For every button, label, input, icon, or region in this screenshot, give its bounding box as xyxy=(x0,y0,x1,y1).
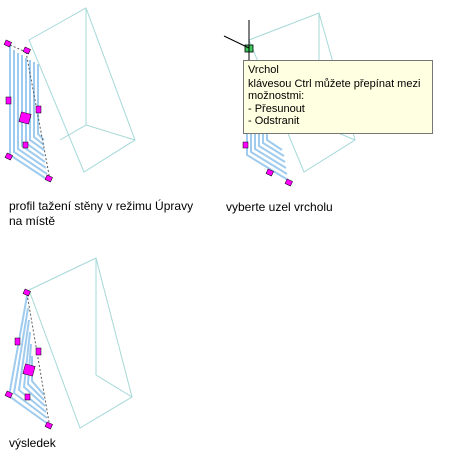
crosshair-cursor-icon xyxy=(223,20,250,60)
caption-result: výsledek xyxy=(9,436,56,450)
tooltip-option-move: - Přesunout xyxy=(248,102,305,115)
panel-edit-in-place: profil tažení stěny v režimu Úpravy na m… xyxy=(0,0,200,230)
grip-midpoint[interactable] xyxy=(35,347,42,356)
tooltip-title: Vrchol xyxy=(248,64,279,76)
grip-midpoint[interactable] xyxy=(35,105,42,114)
tooltip-option-remove: - Odstranit xyxy=(248,115,300,127)
panel-result: výsledek xyxy=(0,250,200,457)
wall-sweep-drawing-3 xyxy=(4,257,133,430)
tooltip-text-line2: možnostmi: xyxy=(248,90,305,102)
grip-vertex[interactable] xyxy=(3,39,12,48)
grip-vertex[interactable] xyxy=(265,168,274,177)
grip-vertex[interactable] xyxy=(44,421,53,430)
caption-select-vertex: vyberte uzel vrcholu xyxy=(226,200,333,214)
grip-vertex[interactable] xyxy=(22,46,31,55)
tooltip-text-line1: klávesou Ctrl můžete přepínat mezi xyxy=(248,77,421,90)
vertex-tooltip: Vrchol klávesou Ctrl můžete přepínat mez… xyxy=(243,60,433,134)
grip-vertex[interactable] xyxy=(4,390,13,399)
grip-midpoint[interactable] xyxy=(5,96,12,105)
grip-vertex[interactable] xyxy=(4,152,13,161)
wall-sweep-drawing-1 xyxy=(3,7,136,183)
grip-vertex[interactable] xyxy=(44,174,53,183)
caption-edit-in-place: profil tažení stěny v režimu Úpravy na m… xyxy=(9,199,194,228)
grip-midpoint[interactable] xyxy=(24,393,31,401)
grip-midpoint[interactable] xyxy=(14,337,21,346)
grip-center[interactable] xyxy=(22,363,36,377)
grip-midpoint[interactable] xyxy=(242,141,249,149)
panel-select-vertex: vyberte uzel vrcholu xyxy=(220,0,464,230)
grip-vertex[interactable] xyxy=(284,178,293,187)
grip-midpoint[interactable] xyxy=(22,141,29,149)
grip-center[interactable] xyxy=(18,111,32,125)
grip-vertex[interactable] xyxy=(22,288,31,297)
